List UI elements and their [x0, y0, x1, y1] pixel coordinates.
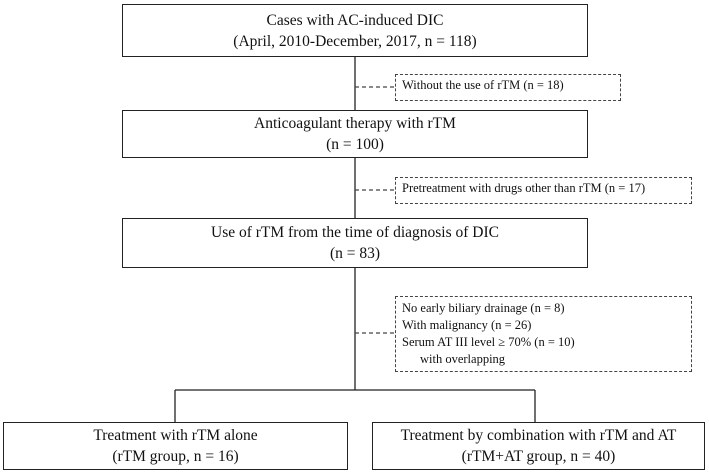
- box-combination-title: Treatment by combination with rTM and AT: [400, 427, 677, 444]
- exclusion-without-rtm-text: Without the use of rTM (n = 18): [402, 78, 564, 92]
- box-anticoagulant-therapy: Anticoagulant therapy with rTM (n = 100): [122, 110, 588, 158]
- exclusion-box-pretreatment: Pretreatment with drugs other than rTM (…: [395, 177, 692, 204]
- box-rtm-alone-title: Treatment with rTM alone: [93, 427, 258, 444]
- exclusion-criteria-overlap-note: with overlapping: [420, 352, 506, 366]
- exclusion-pretreatment-text: Pretreatment with drugs other than rTM (…: [402, 181, 646, 195]
- box-use-rtm-subtitle: (n = 83): [329, 245, 381, 262]
- box-rtm-alone: Treatment with rTM alone (rTM group, n =…: [3, 422, 348, 470]
- exclusion-box-criteria: No early biliary drainage (n = 8) With m…: [395, 296, 692, 372]
- exclusion-box-without-rtm: Without the use of rTM (n = 18): [395, 74, 621, 101]
- box-cases-subtitle: (April, 2010-December, 2017, n = 118): [233, 32, 477, 50]
- box-use-rtm-title: Use of rTM from the time of diagnosis of…: [211, 224, 499, 241]
- box-use-of-rtm: Use of rTM from the time of diagnosis of…: [122, 218, 588, 268]
- exclusion-criteria-malignancy: With malignancy (n = 26): [402, 318, 532, 332]
- box-cases-title: Cases with AC-induced DIC: [266, 11, 444, 29]
- box-anticoag-subtitle: (n = 100): [326, 136, 384, 153]
- box-rtm-alone-subtitle: (rTM group, n = 16): [112, 448, 239, 465]
- box-cases-ac-induced-dic: Cases with AC-induced DIC (April, 2010-D…: [122, 4, 588, 57]
- exclusion-criteria-at-level: Serum AT III level ≥ 70% (n = 10): [402, 335, 575, 349]
- exclusion-criteria-no-drainage: No early biliary drainage (n = 8): [402, 301, 565, 315]
- box-rtm-at-combination: Treatment by combination with rTM and AT…: [372, 422, 705, 470]
- box-anticoag-title: Anticoagulant therapy with rTM: [254, 115, 456, 132]
- box-combination-subtitle: (rTM+AT group, n = 40): [461, 448, 616, 465]
